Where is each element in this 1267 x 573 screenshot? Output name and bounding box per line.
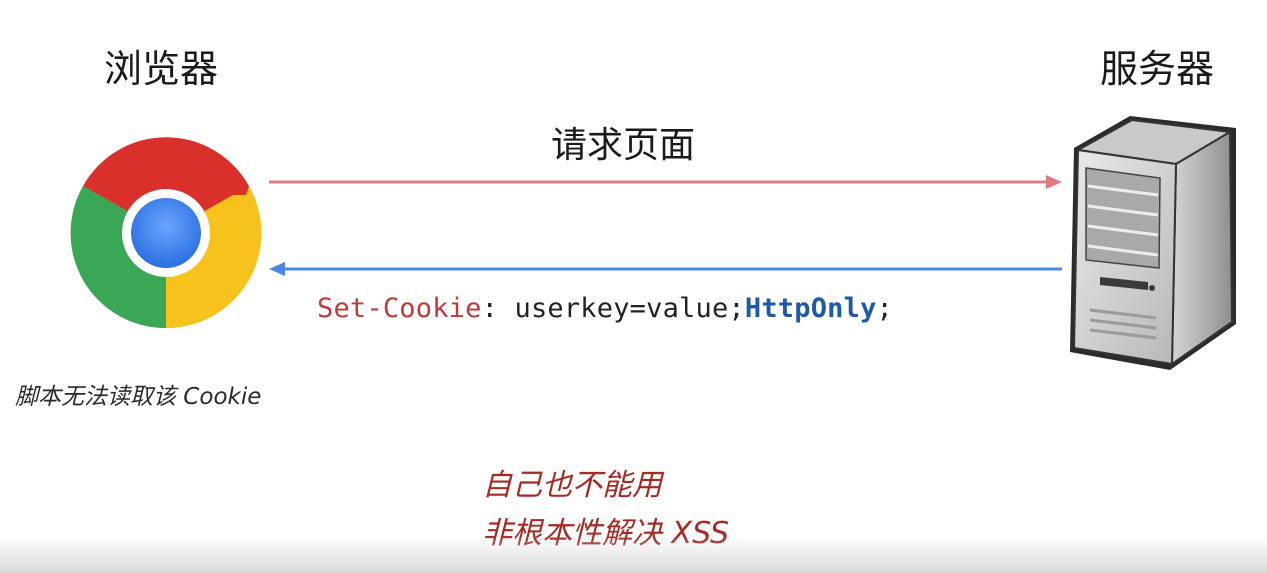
- header-terminator: ;: [876, 293, 893, 324]
- server-tower-icon: [1070, 116, 1236, 370]
- bottom-fade: [0, 535, 1267, 573]
- script-cannot-read-note: 脚本无法读取该 Cookie: [15, 384, 262, 410]
- server-title: 服务器: [1100, 47, 1215, 91]
- header-name: Set-Cookie: [317, 293, 482, 324]
- self-cannot-use-note: 自己也不能用: [482, 468, 662, 503]
- chrome-browser-icon: [70, 137, 262, 329]
- header-separator: :: [481, 293, 515, 324]
- response-arrow: [269, 262, 1062, 276]
- set-cookie-header: Set-Cookie: userkey=value;HttpOnly;: [317, 293, 893, 324]
- request-arrow: [269, 175, 1062, 189]
- browser-title: 浏览器: [104, 47, 219, 91]
- request-label: 请求页面: [551, 125, 696, 166]
- httponly-flag: HttpOnly: [744, 293, 877, 324]
- header-value: userkey=value;: [514, 293, 745, 324]
